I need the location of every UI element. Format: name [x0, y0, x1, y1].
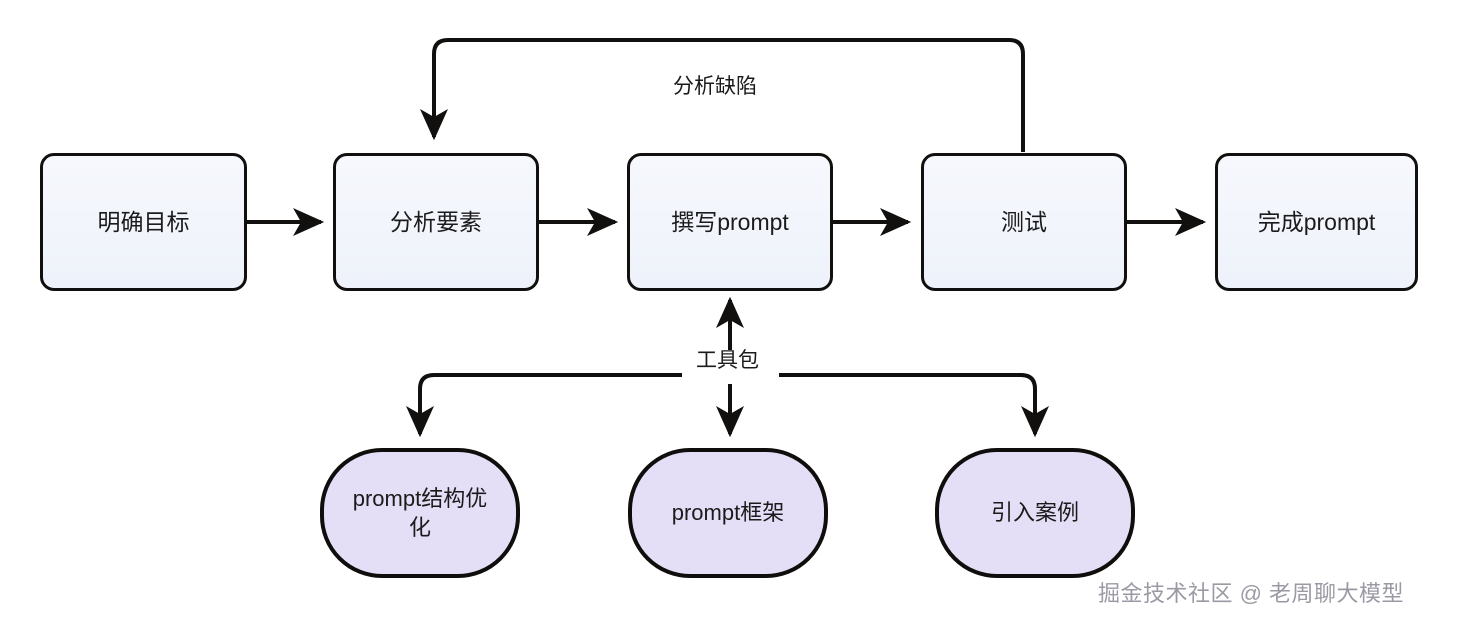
node-finish[interactable]: 完成prompt	[1215, 153, 1418, 291]
node-prompt-framework[interactable]: prompt框架	[628, 448, 828, 578]
edge-toolbox-to-cases	[779, 373, 1049, 438]
node-write[interactable]: 撰写prompt	[627, 153, 833, 291]
node-test[interactable]: 测试	[921, 153, 1127, 291]
node-goal[interactable]: 明确目标	[40, 153, 247, 291]
node-prompt-structure-optimization[interactable]: prompt结构优化	[320, 448, 520, 578]
node-introduce-cases[interactable]: 引入案例	[935, 448, 1135, 578]
edge-toolbox-to-structure	[406, 373, 682, 438]
edge-label-toolbox: 工具包	[687, 350, 768, 371]
edge-label-analyze-defects: 分析缺陷	[664, 76, 766, 97]
node-analyze[interactable]: 分析要素	[333, 153, 539, 291]
edge-test-to-analyze-feedback	[420, 38, 1025, 152]
watermark: 掘金技术社区 @ 老周聊大模型	[1098, 581, 1405, 606]
